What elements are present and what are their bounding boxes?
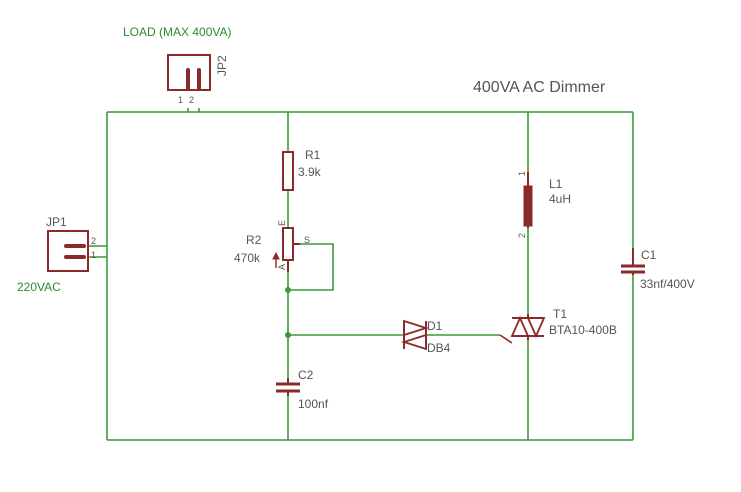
- r2-pin-a-label: A: [277, 264, 287, 270]
- l1-core: [523, 185, 533, 227]
- c2-capacitor: C2 100nf: [276, 368, 329, 411]
- jp2-name: JP2: [215, 55, 229, 76]
- l1-inductor: 1 2 L1 4uH: [517, 171, 571, 238]
- jp1-name: JP1: [46, 215, 67, 229]
- jp1-pin2-label: 2: [91, 236, 96, 246]
- r1-resistor: R1 3.9k: [282, 148, 322, 191]
- c1-name: C1: [641, 248, 657, 262]
- r2-pin-s-label: S: [304, 235, 310, 245]
- jp2-body: [167, 54, 211, 91]
- l1-pin1-label: 1: [517, 171, 527, 176]
- t1-value: BTA10-400B: [549, 323, 617, 337]
- r1-name: R1: [305, 148, 321, 162]
- junction-d1-branch: [285, 332, 291, 338]
- c1-value: 33nf/400V: [640, 277, 695, 291]
- r2-pin-e-label: E: [277, 220, 287, 226]
- t1-gate-lead: [499, 334, 513, 344]
- c2-name: C2: [298, 368, 314, 382]
- t1-name: T1: [553, 307, 567, 321]
- jp1-pin1-label: 1: [91, 250, 96, 260]
- wires: [88, 108, 634, 441]
- jp2-connector: 1 2 JP2: [167, 54, 229, 105]
- c2-value: 100nf: [298, 397, 329, 411]
- jp2-pin1-label: 1: [178, 95, 183, 105]
- load-label: LOAD (MAX 400VA): [123, 25, 231, 39]
- d1-diac: D1 DB4: [401, 319, 451, 355]
- l1-value: 4uH: [549, 192, 571, 206]
- t1-triangle-right: [526, 317, 546, 339]
- r1-body: [282, 151, 294, 191]
- c1-capacitor: C1 33nf/400V: [621, 248, 695, 291]
- r2-value: 470k: [234, 251, 261, 265]
- supply-label: 220VAC: [17, 280, 61, 294]
- r2-body: [282, 227, 294, 261]
- l1-pin2-label: 2: [517, 233, 527, 238]
- r1-value: 3.9k: [298, 165, 322, 179]
- d1-triangle-upper: [403, 319, 429, 337]
- r2-potentiometer: R2 470k A E S: [234, 220, 310, 272]
- jp1-connector: JP1 2 1: [46, 215, 96, 272]
- jp1-body: [47, 230, 89, 272]
- d1-triangle-lower: [401, 333, 427, 351]
- junction-r2-loop: [285, 287, 291, 293]
- d1-value: DB4: [427, 341, 451, 355]
- t1-triac: T1 BTA10-400B: [499, 307, 617, 344]
- r2-arrow-icon: [272, 251, 280, 260]
- jp2-pin2-label: 2: [189, 95, 194, 105]
- d1-name: D1: [427, 319, 443, 333]
- r2-name: R2: [246, 233, 262, 247]
- l1-name: L1: [549, 177, 563, 191]
- schematic-title: 400VA AC Dimmer: [473, 79, 606, 96]
- t1-triangle-left: [510, 315, 530, 337]
- wire-r2-wiper-loop: [288, 243, 334, 291]
